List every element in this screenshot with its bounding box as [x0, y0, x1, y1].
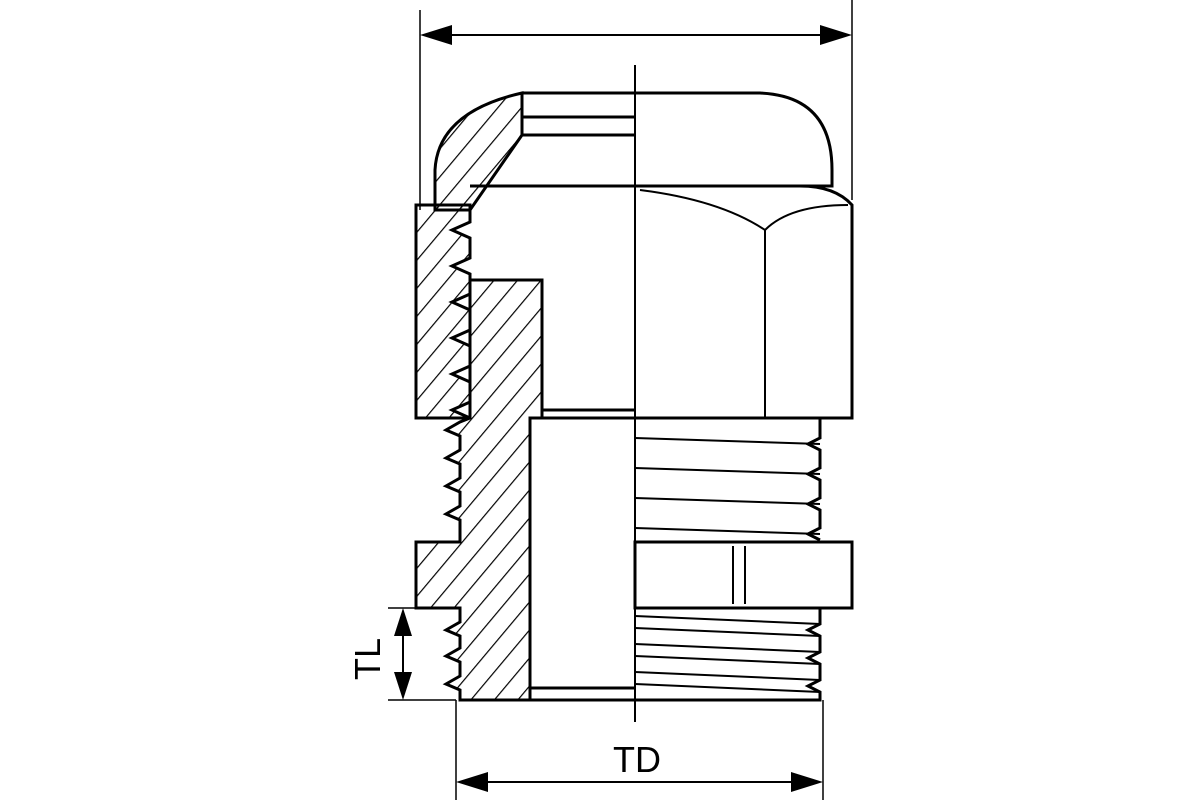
thread-length-label: TL	[347, 638, 388, 680]
arrowhead-right	[820, 25, 852, 45]
thread-diameter-dimension: TD	[455, 700, 824, 800]
thread-length-dimension: TL	[347, 607, 456, 701]
tl-arrowhead-top	[394, 608, 412, 636]
upper-thread-profile	[635, 416, 822, 542]
lower-thread-exterior	[634, 606, 822, 702]
td-arrowhead-left	[456, 772, 488, 792]
cap-nut-body-section	[414, 203, 472, 420]
upper-thread-exterior	[634, 416, 822, 542]
hex-face-edge-2	[764, 204, 849, 231]
arrowhead-left	[420, 25, 452, 45]
flange-outline	[633, 540, 854, 610]
tl-arrowhead-bottom	[394, 672, 412, 700]
cap-dome-section	[433, 91, 524, 212]
cap-dome-outline	[635, 91, 834, 188]
cap-nut-exterior	[635, 91, 854, 420]
overall-width-dimension	[419, 0, 853, 210]
inner-bore-left	[460, 91, 635, 702]
hex-face-edge-1	[639, 189, 766, 418]
hex-nut-outline	[635, 184, 854, 420]
flange-exterior	[633, 540, 854, 610]
td-arrowhead-right	[791, 772, 823, 792]
thread-diameter-label: TD	[613, 739, 661, 780]
